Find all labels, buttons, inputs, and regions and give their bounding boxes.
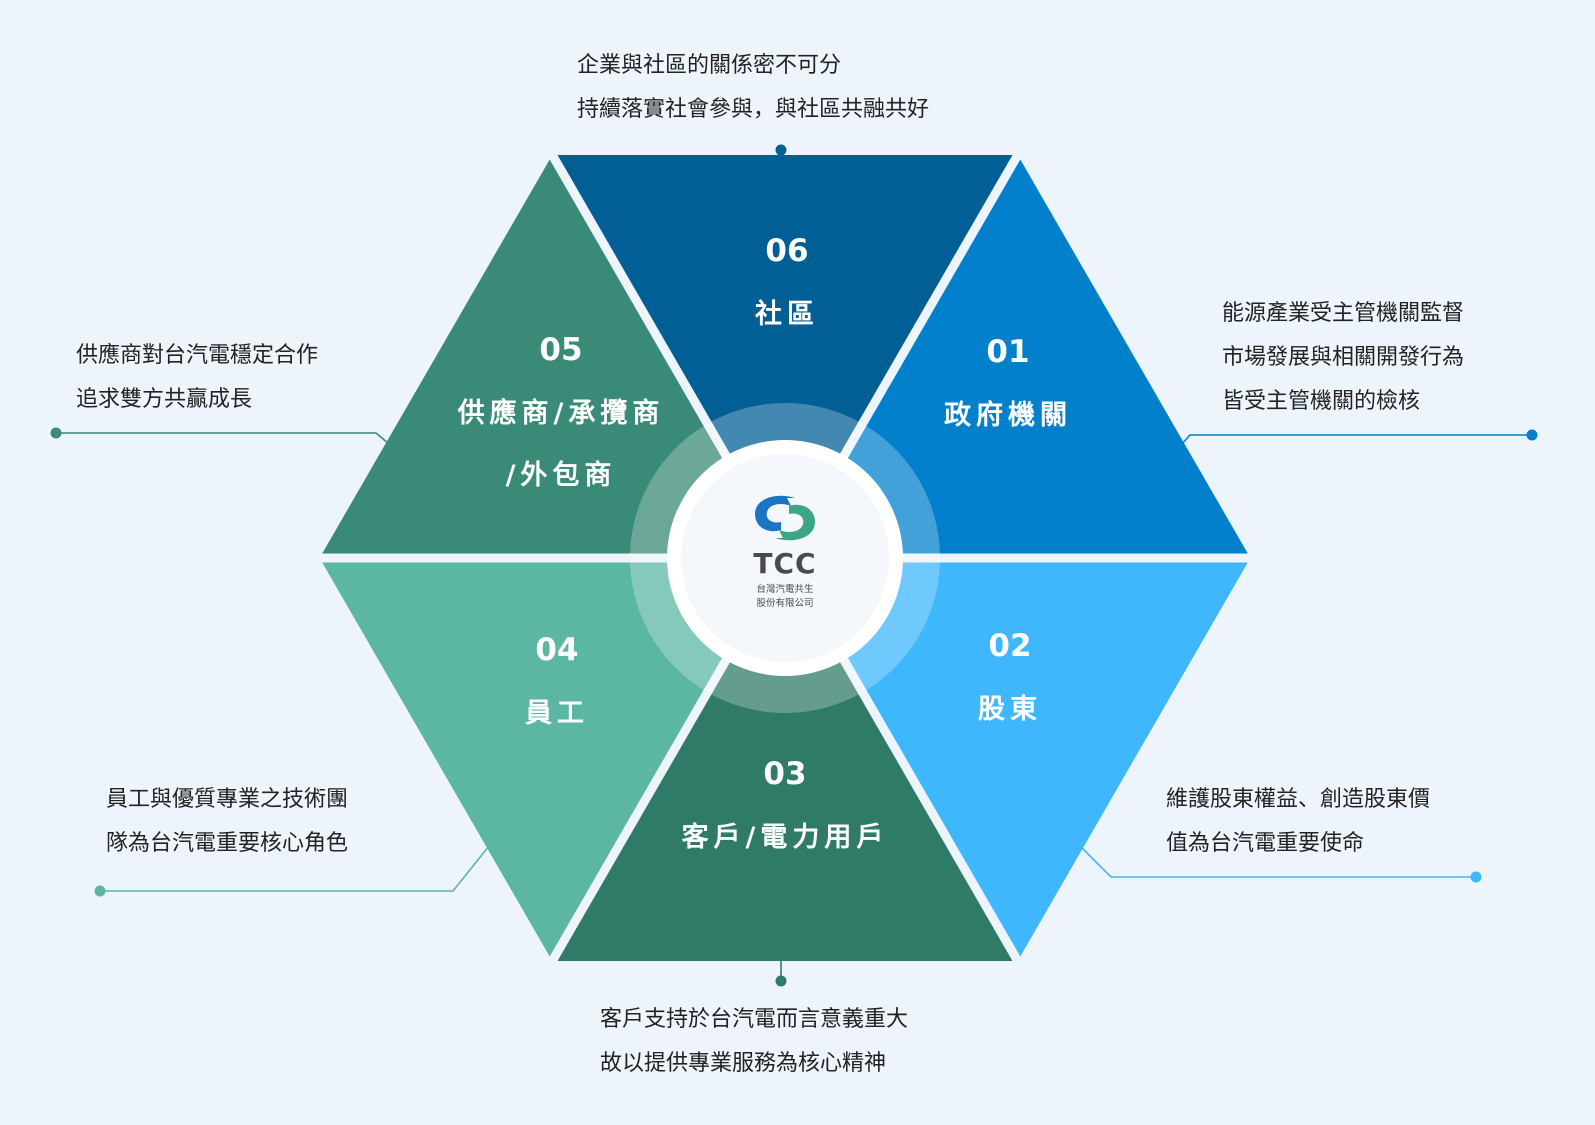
description-02-line-1: 維護股東權益、創造股東價 — [1166, 787, 1431, 812]
swirl-blue-part — [755, 495, 795, 532]
segment-title-01-line-1: 政府機關 — [944, 399, 1072, 431]
segment-triangle-06 — [557, 155, 1013, 549]
description-06-line-2: 持續落實社會參與，與社區共融共好 — [577, 97, 930, 122]
description-05: 供應商對台汽電穩定合作 追求雙方共贏成長 — [76, 334, 318, 422]
connector-line-02 — [1069, 835, 1476, 878]
connector-dot-04 — [94, 885, 106, 897]
description-01: 能源產業受主管機關監督 市場發展與相關開發行為 皆受主管機關的檢核 — [1222, 292, 1464, 424]
center-logo-area: TCC 台灣汽電共生 股份有限公司 — [630, 403, 940, 713]
segment-triangle-05 — [322, 159, 778, 554]
description-05-line-2: 追求雙方共贏成長 — [76, 387, 253, 412]
description-02: 維護股東權益、創造股東價 值為台汽電重要使命 — [1166, 778, 1430, 866]
segment-number-03: 03 — [763, 756, 806, 792]
segment-triangle-03 — [557, 567, 1013, 961]
segment-title-05-line-1: 供應商/承攬商 — [457, 397, 665, 429]
description-06-line-1: 企業與社區的關係密不可分 — [577, 53, 842, 78]
description-05-line-1: 供應商對台汽電穩定合作 — [76, 343, 319, 368]
center-inner-disc — [681, 454, 889, 662]
description-03: 客戶支持於台汽電而言意義重大 故以提供專業服務為核心精神 — [600, 998, 908, 1086]
description-02-line-2: 值為台汽電重要使命 — [1166, 831, 1365, 856]
connector-line-04 — [100, 835, 498, 892]
segment-triangle-04 — [322, 562, 778, 957]
connector-dot-05 — [50, 427, 62, 439]
swirl-green-part — [775, 504, 815, 541]
description-01-line-2: 市場發展與相關開發行為 — [1222, 345, 1465, 370]
segment-number-05: 05 — [539, 332, 582, 368]
description-06: 企業與社區的關係密不可分 持續落實社會參與，與社區共融共好 — [577, 44, 929, 132]
connector-line-01 — [1165, 434, 1532, 463]
segment-triangle-02 — [792, 562, 1248, 957]
description-03-line-2: 故以提供專業服務為核心精神 — [600, 1051, 887, 1076]
segment-title-05-line-2: /外包商 — [506, 459, 617, 491]
segment-title-06-line-1: 社區 — [755, 298, 819, 330]
connector-dot-02 — [1470, 871, 1482, 883]
logo-subtitle-line-1: 台灣汽電共生 — [756, 583, 814, 595]
description-01-line-3: 皆受主管機關的檢核 — [1222, 389, 1421, 414]
description-01-line-1: 能源產業受主管機關監督 — [1222, 301, 1465, 326]
segment-labels: 01 政府機關 02 股東 03 客戶/電力用戶 04 員工 05 供應商/承攬商/外包商 06 社區 — [457, 233, 1072, 853]
connector-dot-01 — [1526, 429, 1538, 441]
segment-title-04-line-1: 員工 — [525, 698, 589, 729]
segment-triangles — [322, 155, 1248, 961]
description-04-line-2: 隊為台汽電重要核心角色 — [106, 831, 349, 856]
connector-line-05 — [56, 432, 403, 456]
logo-subtitle-line-2: 股份有限公司 — [756, 597, 813, 609]
logo-wordmark: TCC — [753, 547, 816, 580]
segment-triangle-01 — [792, 159, 1248, 554]
segment-number-06: 06 — [765, 233, 808, 269]
segment-title-02-line-1: 股東 — [978, 694, 1042, 725]
description-03-line-1: 客戶支持於台汽電而言意義重大 — [600, 1007, 909, 1032]
segment-title-03-line-1: 客戶/電力用戶 — [682, 821, 889, 853]
description-04-line-1: 員工與優質專業之技術團 — [106, 787, 349, 812]
segment-number-02: 02 — [988, 628, 1031, 664]
segment-number-01: 01 — [986, 334, 1029, 370]
connector-dot-06 — [775, 144, 787, 156]
tcc-swirl-icon — [755, 495, 815, 541]
description-04: 員工與優質專業之技術團 隊為台汽電重要核心角色 — [106, 778, 348, 866]
segment-number-04: 04 — [535, 632, 578, 668]
connector-dot-03 — [775, 975, 787, 987]
